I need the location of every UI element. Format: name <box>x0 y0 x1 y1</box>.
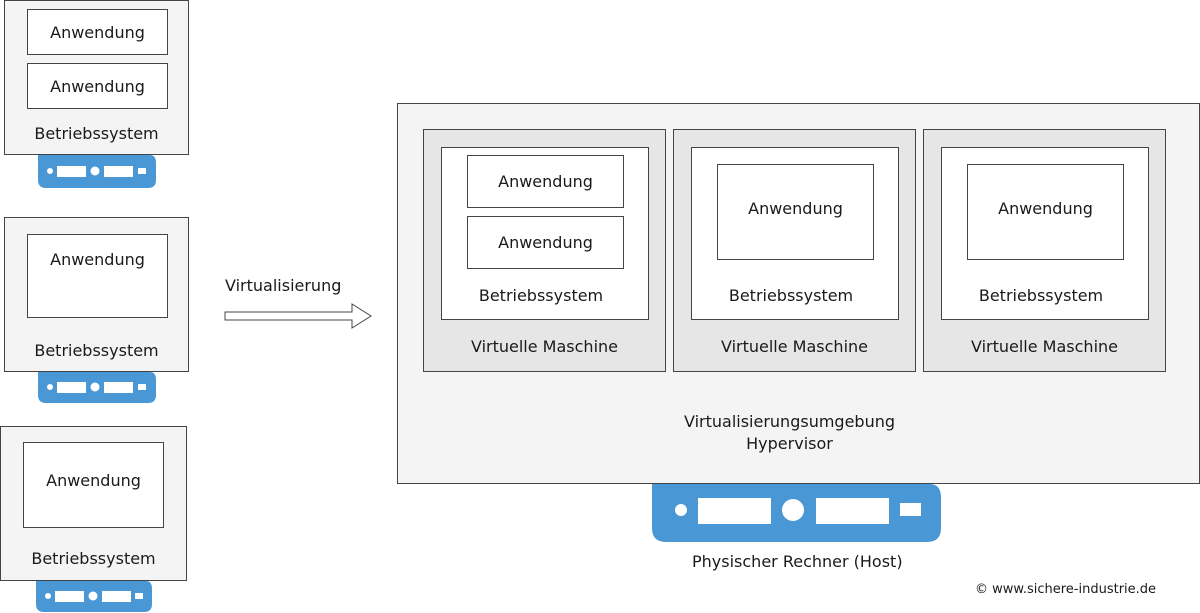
application-label: Anwendung <box>50 22 145 42</box>
vm3-os-label: Betriebssystem <box>978 286 1104 305</box>
vm2-label: Virtuelle Maschine <box>720 337 868 356</box>
host-label: Physischer Rechner (Host) <box>692 552 903 571</box>
application-3: Anwendung <box>23 442 164 528</box>
virtual-machine-3: Anwendung Betriebssystem Virtuelle Masch… <box>923 129 1166 372</box>
physical-machine-1: Anwendung Anwendung Betriebssystem <box>4 0 189 155</box>
application-label: Anwendung <box>998 199 1093 218</box>
os-label-2: Betriebssystem <box>34 341 159 360</box>
hypervisor-label-line1: Virtualisierungsumgebung <box>683 412 896 431</box>
hypervisor-label-line2: Hypervisor <box>746 434 833 453</box>
hypervisor-environment: Anwendung Anwendung Betriebssystem Virtu… <box>397 103 1200 484</box>
vm2-os-box: Anwendung Betriebssystem <box>691 147 899 320</box>
vm1-application-b: Anwendung <box>467 216 624 269</box>
vm2-os-label: Betriebssystem <box>728 286 854 305</box>
vm2-application: Anwendung <box>717 164 874 260</box>
vm1-label: Virtuelle Maschine <box>470 337 618 356</box>
application-label: Anwendung <box>748 199 843 218</box>
os-label-3: Betriebssystem <box>31 549 156 568</box>
application-1b: Anwendung <box>27 63 168 109</box>
vm1-os-box: Anwendung Anwendung Betriebssystem <box>441 147 649 320</box>
host-server-icon <box>652 484 941 542</box>
arrow-right-icon <box>224 303 372 329</box>
vm3-os-box: Anwendung Betriebssystem <box>941 147 1149 320</box>
application-1a: Anwendung <box>27 9 168 55</box>
server-icon-3 <box>36 581 152 612</box>
vm3-application: Anwendung <box>967 164 1124 260</box>
copyright-text: © www.sichere-industrie.de <box>975 582 1157 597</box>
os-label-1: Betriebssystem <box>34 124 159 143</box>
vm3-label: Virtuelle Maschine <box>970 337 1118 356</box>
server-icon-2 <box>38 372 156 403</box>
vm1-os-label: Betriebssystem <box>478 286 604 305</box>
application-label: Anwendung <box>498 172 593 191</box>
physical-machine-3: Anwendung Betriebssystem <box>0 426 187 581</box>
physical-machine-2: Anwendung Betriebssystem <box>4 217 189 372</box>
application-label: Anwendung <box>50 76 145 96</box>
application-label: Anwendung <box>498 233 593 252</box>
application-label: Anwendung <box>50 250 145 269</box>
virtualisierung-label: Virtualisierung <box>225 276 342 295</box>
application-label: Anwendung <box>46 471 141 490</box>
virtual-machine-1: Anwendung Anwendung Betriebssystem Virtu… <box>423 129 666 372</box>
application-2: Anwendung <box>27 234 168 318</box>
vm1-application-a: Anwendung <box>467 155 624 208</box>
virtual-machine-2: Anwendung Betriebssystem Virtuelle Masch… <box>673 129 916 372</box>
server-icon-1 <box>38 155 156 188</box>
